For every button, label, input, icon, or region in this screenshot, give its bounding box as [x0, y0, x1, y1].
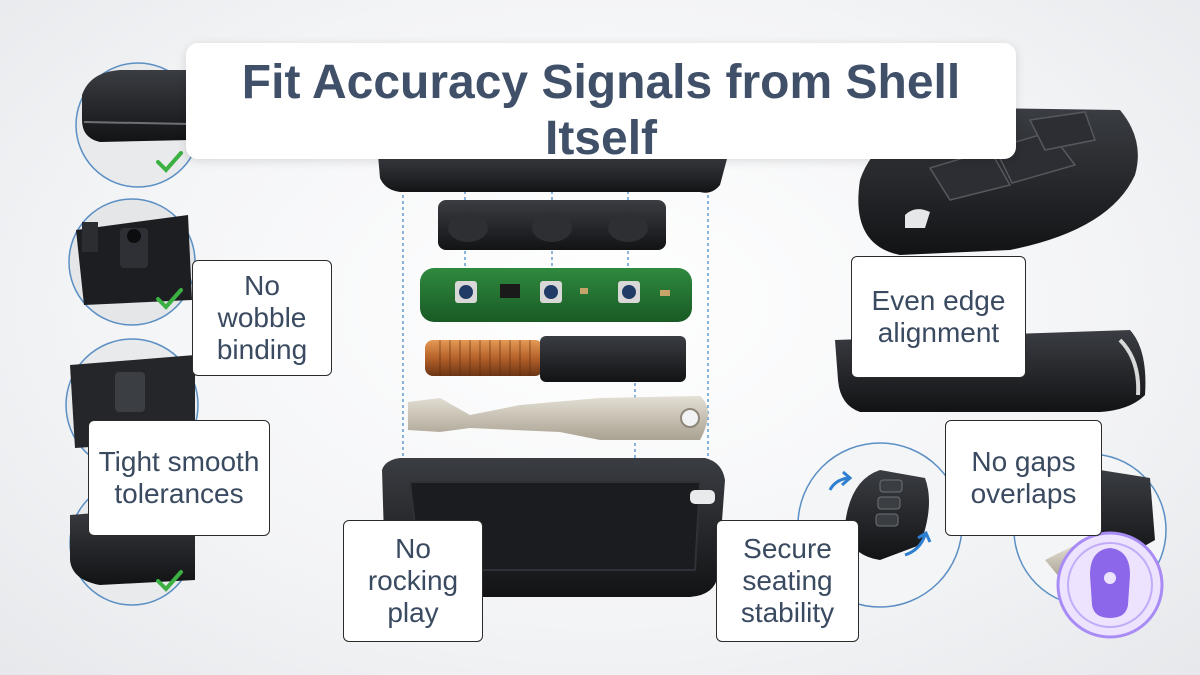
detail-circle-top [75, 62, 201, 188]
rubber-button-pad [438, 200, 666, 250]
label-no-gaps: No gaps overlaps [945, 420, 1102, 536]
key-fob-logo-icon [1056, 531, 1164, 639]
key-blade [408, 396, 708, 440]
transponder-coil [425, 336, 686, 382]
page-title: Fit Accuracy Signals from Shell Itself [241, 56, 961, 165]
top-shell-part [378, 155, 728, 193]
checkmark-icon [156, 570, 183, 592]
rotate-arrows-icon [828, 470, 932, 557]
title-card [186, 43, 1016, 159]
checkmark-icon [156, 151, 183, 173]
label-no-wobble: No wobble binding [192, 260, 332, 376]
detail-circle-upper-mid [68, 198, 196, 326]
circuit-board [420, 268, 692, 322]
label-secure-seating: Secure seating stability [716, 520, 859, 642]
label-no-rocking: No rocking play [343, 520, 483, 642]
checkmark-icon [156, 288, 183, 310]
label-even-edge: Even edge alignment [851, 256, 1026, 378]
label-tight-tolerances: Tight smooth tolerances [88, 420, 270, 536]
